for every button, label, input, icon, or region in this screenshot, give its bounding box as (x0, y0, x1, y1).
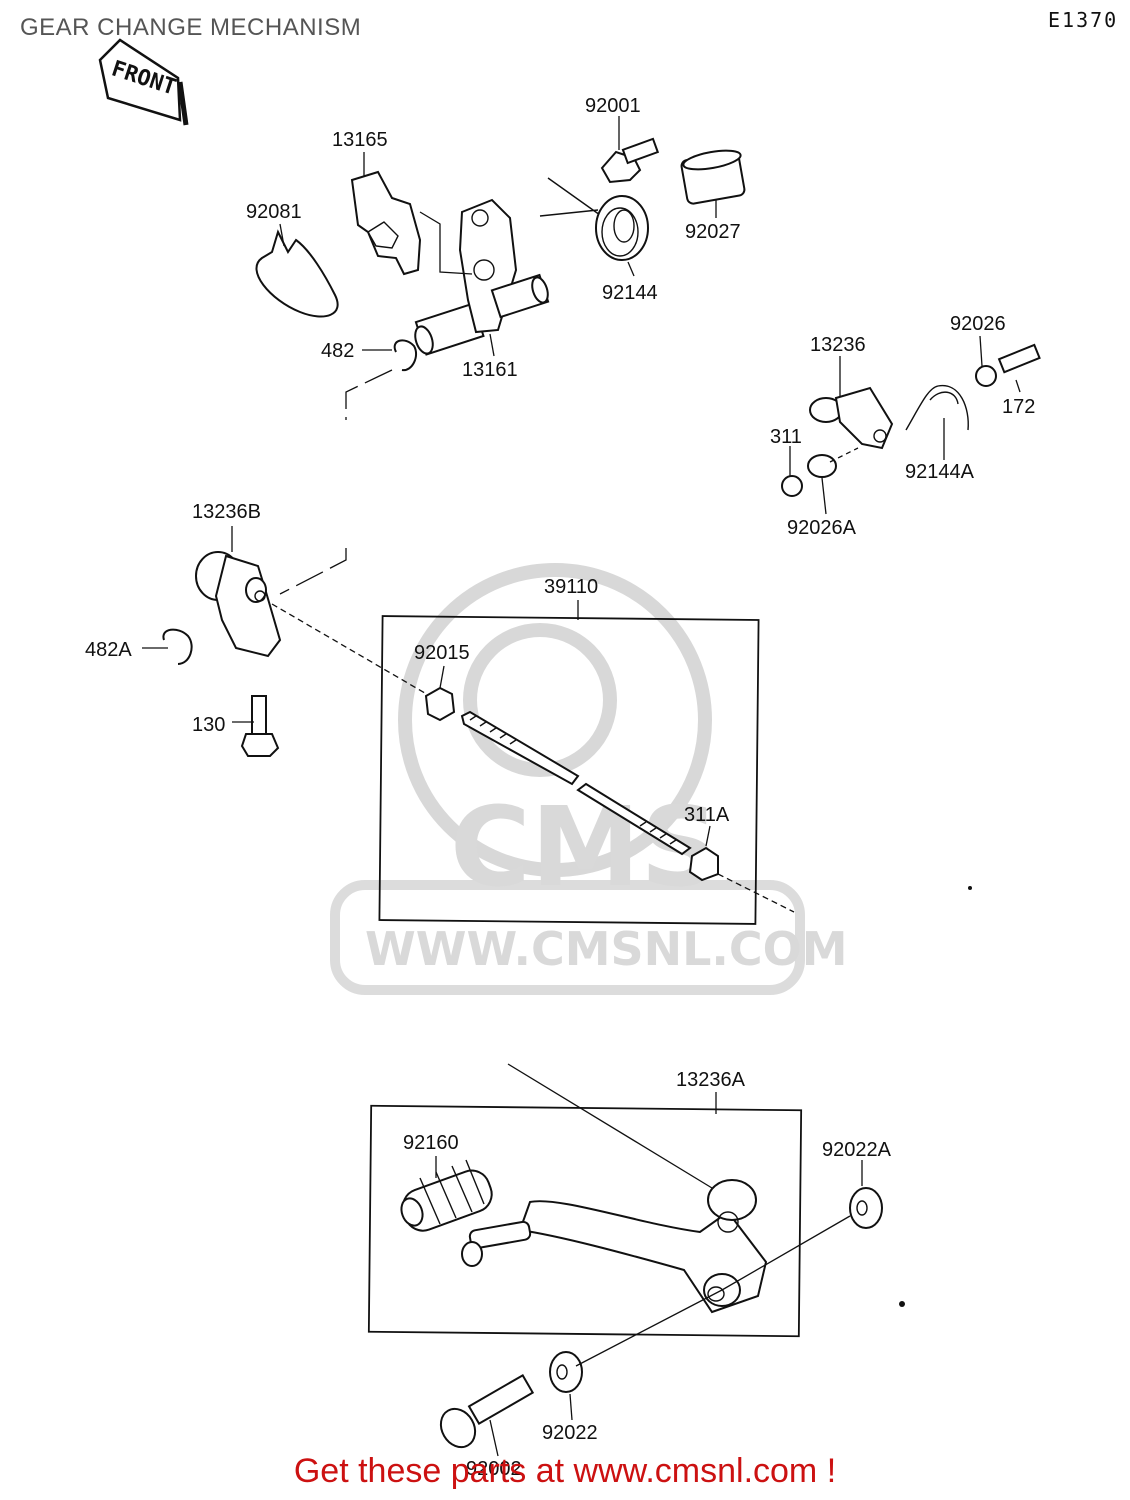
call-to-action-link[interactable]: Get these parts at www.cmsnl.com ! (293, 1452, 837, 1490)
label-39110: 39110 (544, 576, 598, 598)
label-13165: 13165 (332, 129, 388, 151)
label-482: 482 (321, 340, 354, 362)
label-92015: 92015 (414, 642, 470, 664)
label-13161: 13161 (462, 359, 518, 381)
label-92144A: 92144A (905, 461, 975, 483)
shift-pedal-13236A-group (367, 1063, 883, 1457)
label-92081: 92081 (246, 201, 302, 223)
label-92027: 92027 (685, 221, 741, 243)
watermark-url: WWW.CMSNL.COM (365, 922, 848, 976)
watermark: CMS WWW.CMSNL.COM (330, 563, 848, 995)
page-title: GEAR CHANGE MECHANISM (20, 14, 362, 41)
label-92026: 92026 (950, 313, 1006, 335)
label-92144: 92144 (602, 282, 658, 304)
label-482A: 482A (85, 639, 132, 661)
label-172: 172 (1002, 396, 1035, 418)
label-311: 311 (770, 426, 802, 448)
part-labels: 92001 13165 92081 92027 92144 482 13161 … (85, 95, 1035, 1480)
label-13236: 13236 (810, 334, 866, 356)
label-130: 130 (192, 714, 225, 736)
label-92160: 92160 (403, 1132, 459, 1154)
shift-shaft-group (255, 116, 746, 595)
label-92022A: 92022A (822, 1139, 892, 1161)
label-92001: 92001 (585, 95, 641, 117)
shift-arm-group (781, 335, 1041, 515)
label-13236A: 13236A (676, 1069, 746, 1091)
front-label: FRONT (108, 56, 179, 100)
label-92002: 92002 (466, 1458, 522, 1480)
diagram-code: E1370 (1048, 8, 1119, 32)
label-92026A: 92026A (787, 517, 857, 539)
label-13236B: 13236B (192, 501, 261, 523)
tie-rod-39110-group (378, 600, 795, 925)
label-311A: 311A (684, 804, 730, 826)
shift-lever-13236B-group (142, 526, 431, 757)
label-92022: 92022 (542, 1422, 598, 1444)
front-direction-tag: FRONT (98, 38, 189, 126)
